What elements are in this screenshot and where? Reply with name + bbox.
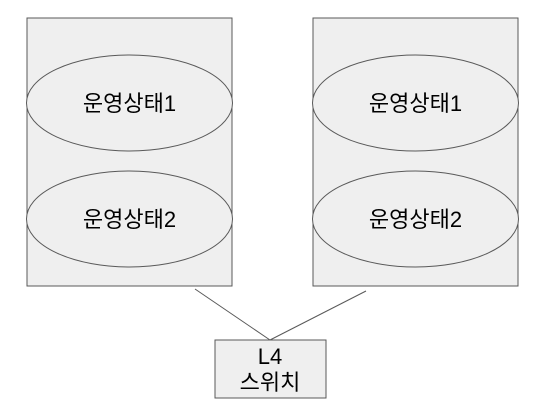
server-1-state-1-label: 운영상태1 [83,91,176,116]
server-box-1: 운영상태1 운영상태2 [26,17,233,287]
l4-switch-frame [214,339,327,399]
server-2-state-2-label: 운영상태2 [369,207,462,232]
connector-line-right [269,290,367,341]
server-2-state-2-ellipse [312,170,519,268]
server-1-state-1-ellipse [26,54,233,152]
server-box-2: 운영상태1 운영상태2 [312,17,519,287]
server-2-state-1-ellipse [312,54,519,152]
l4-switch-label-line2: 스위치 [240,370,301,395]
connector-line-left [194,288,271,341]
server-1-state-2-label: 운영상태2 [83,207,176,232]
server-1-state-2-ellipse [26,170,233,268]
l4-switch-label-line1: L4 [258,344,282,369]
server-2-state-1-label: 운영상태1 [369,91,462,116]
l4-switch-box: L4 스위치 [214,339,327,399]
